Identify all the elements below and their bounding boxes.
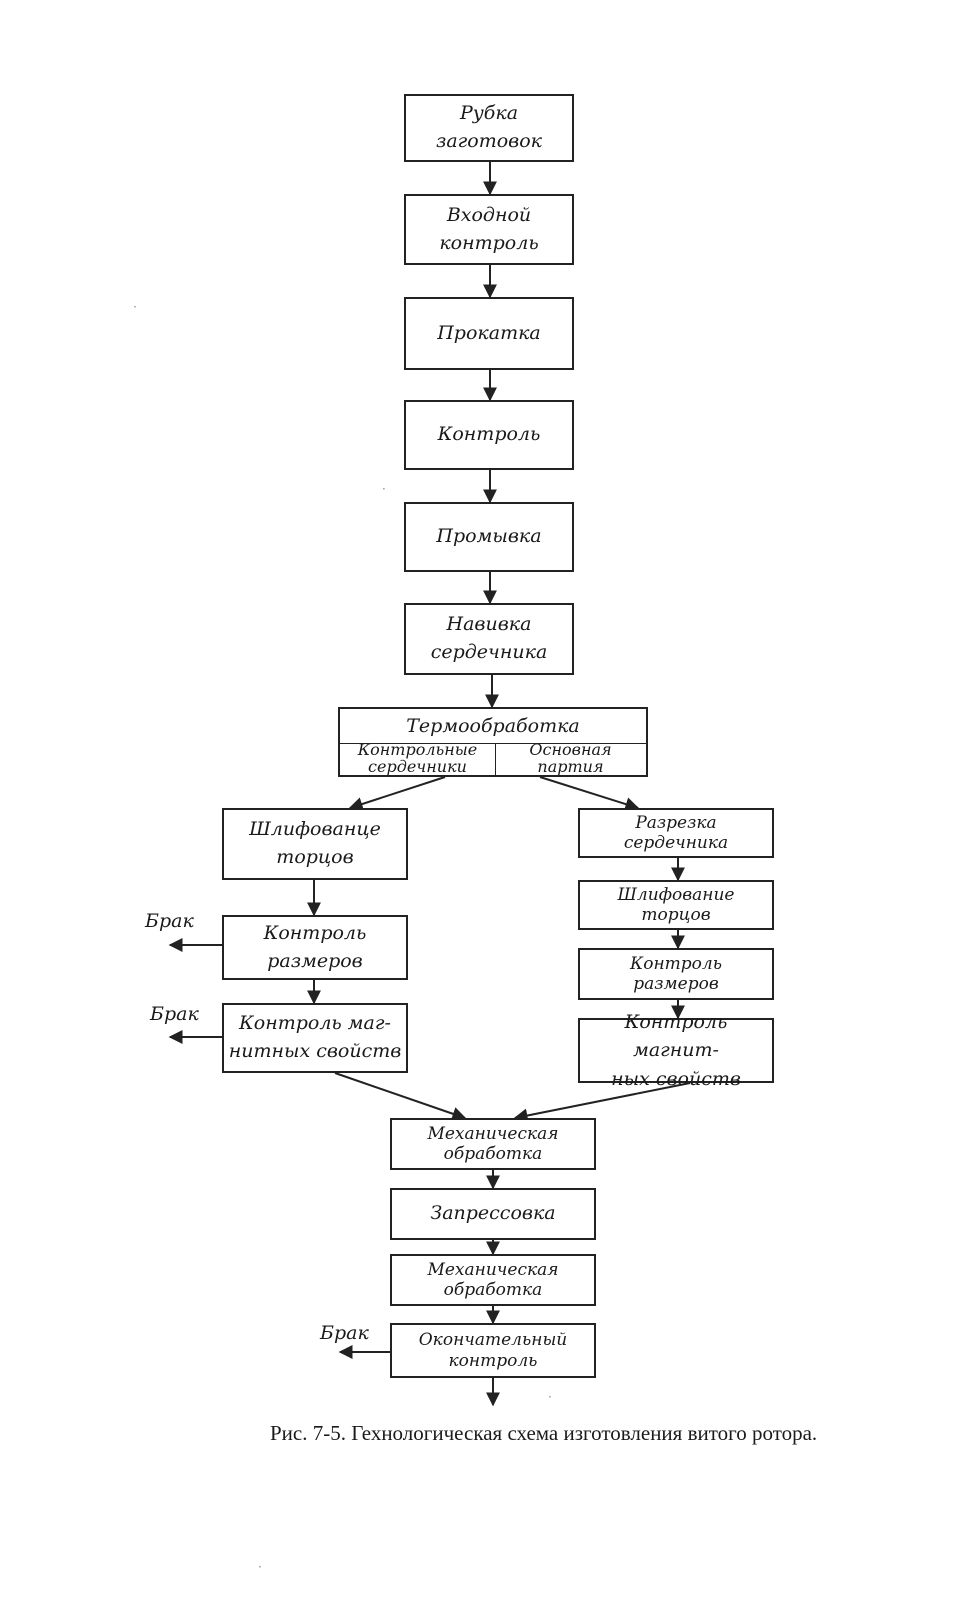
arrow-thermo-to-right-branch: [539, 776, 640, 811]
figure-caption: Рис. 7-5. Гехнологическая схема изготовл…: [270, 1421, 818, 1445]
scan-speck: ·: [133, 300, 137, 314]
step-right-cutting: Разрезка сердечника: [578, 808, 774, 858]
step-cutting: Рубка заготовок: [404, 94, 574, 162]
step-winding: Навивка сердечника: [404, 603, 574, 675]
reject-label-1: Брак: [145, 910, 194, 932]
step-left-magnetic-control: Контроль маг- нитных свойств: [222, 1003, 408, 1073]
scan-speck: ·: [382, 482, 386, 496]
step-machining-2: Механическая обработка: [390, 1254, 596, 1306]
step-pressing: Запрессовка: [390, 1188, 596, 1240]
scan-speck: ·: [258, 1560, 262, 1574]
control-cores-label: Контрольные сердечники: [340, 741, 496, 775]
step-right-size-control: Контроль размеров: [578, 948, 774, 1000]
step-left-size-control: Контроль размеров: [222, 915, 408, 980]
heat-treatment-title: Термообработка: [340, 709, 646, 744]
step-right-grinding: Шлифование торцов: [578, 880, 774, 930]
main-batch-label: Основная партия: [529, 740, 612, 776]
step-left-grinding: Шлифованце торцов: [222, 808, 408, 880]
step-heat-treatment: Термообработка Контрольные сердечники Ос…: [338, 707, 648, 777]
reject-label-3: Брак: [320, 1322, 369, 1344]
step-final-control: Окончательный контроль: [390, 1323, 596, 1378]
step-right-magnetic-control: Контроль магнит- ных свойств: [578, 1011, 774, 1090]
step-machining-1: Механическая обработка: [390, 1118, 596, 1170]
reject-label-2: Брак: [150, 1003, 199, 1025]
step-input-control: Входной контроль: [404, 194, 574, 265]
step-control: Контроль: [404, 400, 574, 470]
step-rolling: Прокатка: [404, 297, 574, 370]
step-washing: Промывка: [404, 502, 574, 572]
arrow-thermo-to-left-branch: [348, 776, 446, 811]
arrow-left-to-machining: [334, 1072, 467, 1121]
scan-speck: ·: [548, 1390, 552, 1404]
